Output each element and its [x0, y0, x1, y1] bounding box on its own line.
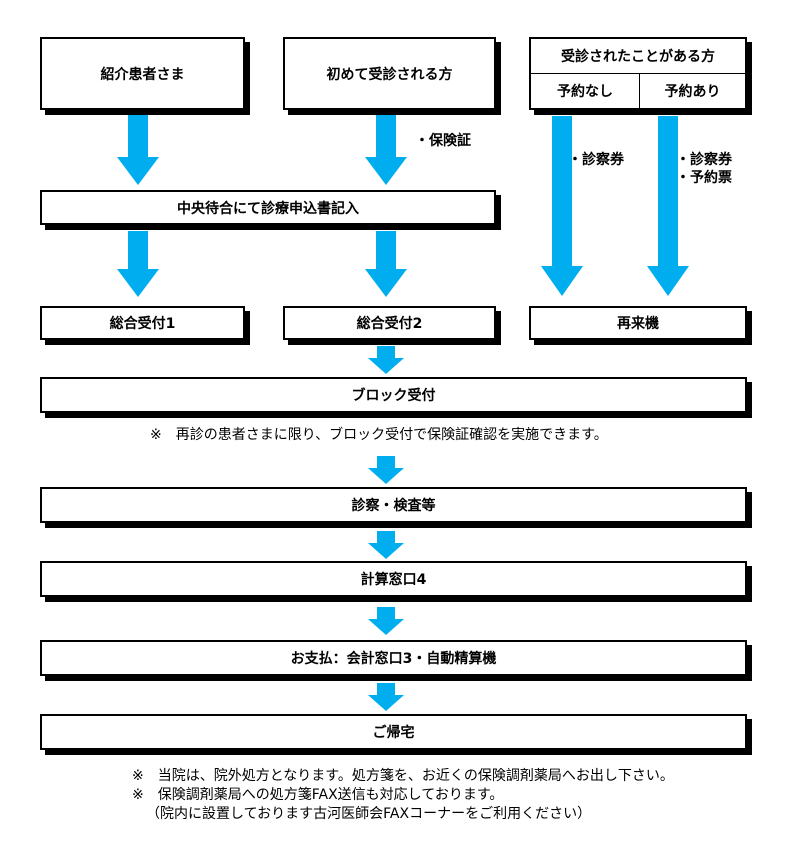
no-appointment-cell: 予約なし: [531, 74, 640, 108]
reception-1-label: 総合受付1: [109, 316, 176, 332]
central-form-box: 中央待合にて診療申込書記入: [40, 190, 496, 225]
arrow-down-icon: [368, 607, 404, 635]
arrow-down-icon: [368, 456, 404, 484]
appointment-slip-label: ・予約票: [676, 170, 732, 186]
insurance-card-label: ・保険証: [415, 133, 471, 149]
returning-patient-title-cell: 受診されたことがある方: [531, 39, 745, 74]
reception-1-box: 総合受付1: [40, 306, 245, 340]
exam-box: 診察・検査等: [40, 487, 747, 523]
referral-patient-label: 紹介患者さま: [100, 66, 185, 83]
arrow-down-icon: [365, 231, 407, 297]
reception-2-box: 総合受付2: [283, 306, 496, 340]
calculation-window-box: 計算窓口4: [40, 561, 747, 597]
arrow-down-icon: [368, 531, 404, 559]
go-home-label: ご帰宅: [372, 725, 415, 741]
arrow-down-icon: [368, 346, 404, 374]
returning-patient-box: 受診されたことがある方 予約なし 予約あり: [529, 37, 747, 110]
arrow-down-icon: [365, 115, 407, 185]
footer-note-prescription: ※ 当院は、院外処方となります。処方箋を、お近くの保険調剤薬局へお出し下さい。: [132, 768, 674, 784]
arrow-down-icon: [368, 683, 404, 711]
footer-note-fax-corner: （院内に設置しております古河医師会FAXコーナーをご利用ください）: [146, 806, 592, 822]
reception-2-label: 総合受付2: [356, 316, 423, 332]
first-visit-label: 初めて受診される方: [326, 66, 453, 83]
return-machine-box: 再来機: [529, 306, 747, 340]
referral-patient-box: 紹介患者さま: [40, 37, 245, 110]
no-appointment-label: 予約なし: [557, 84, 613, 100]
consultation-card-label-2: ・診察券: [676, 152, 732, 168]
exam-label: 診察・検査等: [351, 498, 436, 514]
block-reception-box: ブロック受付: [40, 377, 747, 413]
arrow-down-icon: [541, 116, 583, 296]
arrow-down-icon: [117, 115, 159, 185]
central-form-label: 中央待合にて診療申込書記入: [177, 200, 359, 217]
returning-patient-title: 受診されたことがある方: [561, 49, 715, 65]
go-home-box: ご帰宅: [40, 714, 747, 750]
calculation-window-label: 計算窓口4: [360, 572, 427, 588]
block-reception-label: ブロック受付: [351, 388, 436, 404]
arrow-down-icon: [647, 116, 689, 296]
return-machine-label: 再来機: [617, 316, 659, 332]
payment-label: お支払：会計窓口3・自動精算機: [290, 651, 497, 667]
payment-box: お支払：会計窓口3・自動精算機: [40, 640, 747, 676]
block-reception-note: ※ 再診の患者さまに限り、ブロック受付で保険証確認を実施できます。: [150, 427, 608, 443]
first-visit-box: 初めて受診される方: [283, 37, 496, 110]
with-appointment-cell: 予約あり: [640, 74, 745, 108]
consultation-card-label: ・診察券: [568, 152, 624, 168]
with-appointment-label: 予約あり: [664, 84, 721, 100]
footer-note-fax: ※ 保険調剤薬局への処方箋FAX送信も対応しております。: [132, 787, 504, 803]
arrow-down-icon: [117, 231, 159, 297]
